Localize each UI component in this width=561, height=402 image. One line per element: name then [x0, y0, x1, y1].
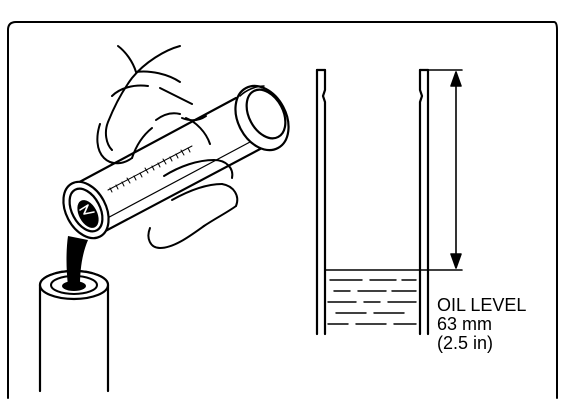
measuring-cylinder [62, 84, 290, 240]
fork-tube-left [38, 269, 110, 393]
oil-level-title: OIL LEVEL [437, 295, 527, 315]
oil-fill [327, 279, 417, 325]
frame-border [7, 21, 558, 399]
oil-level-imperial: (2.5 in) [437, 333, 494, 353]
oil-level-callout: OIL LEVEL 63 mm (2.5 in) [437, 296, 526, 353]
graduation-scale [107, 145, 193, 193]
hand-upper [96, 45, 207, 165]
oil-level-metric: 63 mm [437, 314, 493, 334]
oil-stream [66, 236, 88, 286]
hand-lower [147, 117, 239, 249]
oil-level-dimension-arrow [419, 69, 463, 271]
fork-tube-section [315, 68, 430, 336]
